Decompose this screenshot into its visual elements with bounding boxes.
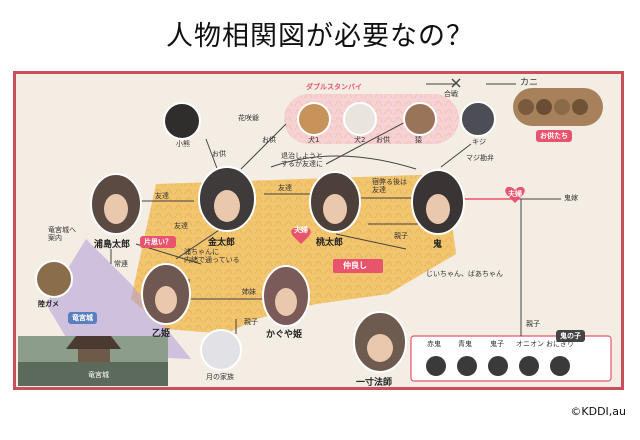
- fuufu-label-1: 夫婦: [294, 226, 308, 234]
- tsuki-kazoku-label: 月の家族: [206, 373, 234, 381]
- slide-title: 人物相関図が必要なの？: [166, 21, 474, 52]
- moon: [200, 329, 242, 371]
- saru-label: 猿: [415, 136, 422, 144]
- majikanben-label: マジ勘弁: [466, 154, 494, 162]
- otomodachi-badge: お供たち: [536, 130, 572, 142]
- otomo-label-3: お供: [376, 136, 390, 144]
- name-kame: 陸ガメ: [38, 300, 59, 308]
- taiji-label: 退治しようと するが友達に: [281, 152, 323, 169]
- nakayoshi-label: 仲良し: [343, 261, 367, 270]
- ryuguu-beam: [46, 239, 191, 359]
- ryuguujou-badge: 竜宮城: [68, 312, 97, 324]
- portrait-bear: [163, 102, 201, 140]
- nakayoshi-badge: [333, 259, 383, 273]
- name-momotaro: 桃太郎: [316, 238, 344, 248]
- urachan-label: 浦ちゃんに 内緒で通っている: [184, 248, 240, 265]
- name-kintaro: 金太郎: [208, 238, 236, 248]
- oyako-label-3: 親子: [526, 320, 540, 328]
- fuufu-label-2: 夫婦: [508, 190, 522, 198]
- name-urashima: 浦島太郎: [94, 240, 131, 250]
- portrait-dog1: [297, 102, 331, 136]
- tomodachi-label-3: 友達: [174, 222, 188, 230]
- akaoni-label: 赤鬼: [427, 340, 441, 348]
- diagram-graphics: [18, 78, 612, 386]
- tomodachi-label-1: 友達: [155, 192, 169, 200]
- relationship-diagram: ダブルスタンバイ カニ 合戦 花咲爺 お供たち 小熊 犬1 犬2 猿 キジ お供…: [13, 71, 624, 390]
- heart-icon: [505, 186, 525, 203]
- ryuguujou-bottom-label: 竜宮城: [88, 371, 109, 379]
- name-kaguya: かぐや姫: [266, 330, 303, 340]
- gassen-label: 合戦: [444, 90, 458, 98]
- ryuguu-annai-label: 竜宮城へ 案内: [48, 226, 76, 243]
- aooni-label: 青鬼: [458, 340, 472, 348]
- portrait-pheasant: [460, 101, 496, 137]
- oyako-label-1: 親子: [394, 232, 408, 240]
- copyright: ©KDDI,au: [570, 405, 626, 418]
- jiichan-label: じいちゃん、ばあちゃん: [426, 270, 503, 278]
- name-oni: 鬼: [433, 240, 443, 250]
- kataomoi-badge: 片思い？: [140, 236, 176, 248]
- kiji-label: キジ: [472, 138, 486, 146]
- hanasaka-label: 花咲爺: [238, 114, 259, 122]
- oni-no-ko-badge: 鬼の子: [556, 330, 585, 342]
- joren-label: 常連: [114, 260, 128, 268]
- onibaba-label: 鬼嫁: [564, 194, 578, 202]
- otomo-label-1: お供: [212, 150, 226, 158]
- oyako-label-2: 親子: [244, 318, 258, 326]
- inu1-label: 犬1: [308, 136, 320, 144]
- bear-label: 小熊: [176, 140, 190, 148]
- otomo-label-2: お供: [262, 136, 276, 144]
- double-standby-label: ダブルスタンバイ: [306, 83, 362, 91]
- portrait-kame: [35, 260, 73, 298]
- portrait-monkey: [403, 102, 437, 136]
- kani-label: カニ: [520, 78, 539, 88]
- name-issun: 一寸法師: [356, 378, 393, 388]
- tomodachi-label-2: 友達: [278, 184, 292, 192]
- name-otohime: 乙姫: [152, 329, 171, 339]
- inu2-label: 犬2: [354, 136, 366, 144]
- onimon-label: オニオン: [516, 340, 544, 348]
- heart-icon: [291, 227, 311, 244]
- shimai-label: 姉妹: [242, 288, 256, 296]
- portrait-dog2: [343, 102, 377, 136]
- onigiri-label: おにぎり: [546, 340, 574, 348]
- oniko-label: 鬼子: [490, 340, 504, 348]
- zashiki-label: 宿弊る後は 友達: [372, 178, 407, 195]
